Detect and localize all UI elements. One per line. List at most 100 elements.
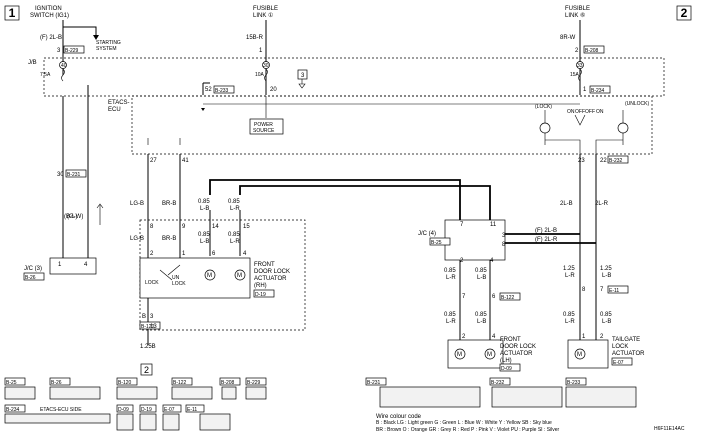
fusible-link-6-label-2: LINK ⑥ [565, 12, 585, 19]
tg-pin-2: 2 [600, 334, 604, 340]
thumb-e07: E-07 [164, 407, 175, 413]
wire-085-lb-14a: 0.85 [198, 232, 210, 238]
thumb-d19-body [139, 413, 157, 431]
ground-symbol-box [140, 363, 153, 376]
pin-8: 8 [150, 224, 154, 230]
thumb-d09-label-box [116, 404, 134, 413]
thumb-b232: B-232 [491, 380, 505, 386]
power-source-box [249, 118, 284, 135]
off-label-2: OFF [585, 109, 595, 115]
relay-out-lines [545, 139, 623, 154]
rh-pin-3: 3 [150, 314, 154, 320]
thumb-b122-body [171, 386, 213, 400]
thumb-b232-body [491, 386, 563, 408]
lh-wire-2b: L-B [477, 275, 486, 281]
jc4-conn: B-25 [431, 240, 442, 246]
reference-code: H6F11E14AC [654, 426, 685, 432]
fusible-link-1-label-2: LINK ① [253, 12, 273, 19]
rh-motor2-m: M [237, 273, 242, 279]
ignition-switch-label-2: SWITCH (IG1) [30, 13, 69, 19]
thumb-b233-label-box [565, 377, 587, 386]
jc4-pin-8: 8 [502, 242, 506, 248]
jc4-pin-7: 7 [460, 222, 464, 228]
rh-motor2-icon [234, 269, 246, 281]
rh-label-3: ACTUATOR [254, 276, 287, 282]
lh-pin-6: 6 [492, 294, 496, 300]
thumb-b208: B-208 [221, 380, 235, 386]
legend-title: Wire colour code [376, 414, 422, 420]
thumb-b122: B-122 [173, 380, 187, 386]
fuse-40-number: 40 [61, 63, 67, 69]
rh-pin-1: 1 [182, 251, 186, 257]
unlock-label: (UNLOCK) [625, 101, 650, 107]
starting-system-label-2: SYSTEM [96, 46, 117, 52]
pin-15: 15 [243, 224, 250, 230]
lh2-wire-2b: L-B [477, 319, 486, 325]
thumb-e11-body [199, 413, 231, 431]
jc3-conn: B-26 [25, 275, 36, 281]
thumb-e07-label-box [162, 404, 182, 413]
tg-label-1: TAILGATE [612, 337, 640, 343]
thumb-b233-body [565, 386, 637, 408]
b122-conn: B-122 [501, 295, 515, 301]
thumb-b26-label-box [49, 377, 71, 386]
starting-arrow-icon [93, 35, 99, 40]
jc3-conn-box [23, 272, 45, 281]
lh-pin-4: 4 [492, 334, 496, 340]
etacs-label-1: ETACS- [108, 100, 130, 106]
jc3-box [49, 257, 97, 275]
ref-arrow-icon [298, 79, 306, 89]
rh-pin-4: 4 [243, 251, 247, 257]
wire-085-lb-1: 0.85 [198, 199, 210, 205]
jc4-2lb: (F) 2L-B [535, 228, 557, 234]
fuse-33-circle [576, 61, 584, 69]
pin-9: 9 [182, 224, 186, 230]
thumb-b234: B-234 [6, 407, 20, 413]
fl6-wire-color: 8R-W [560, 35, 576, 41]
lh-label-3: ACTUATOR [500, 351, 533, 357]
d09-conn: D-09 [501, 366, 512, 372]
thumb-e11-label-box [185, 404, 205, 413]
wire-br-b-label: BR-B [162, 201, 176, 207]
thumb-b122-label-box [171, 377, 193, 386]
ig-conn-box [63, 45, 85, 54]
pin-14: 14 [212, 224, 219, 230]
etacs-pin-27: 27 [150, 158, 157, 164]
connector-thumbnails: B-25 B-26 B-120 B-122 B-208 B-229 B-234 … [4, 377, 637, 431]
fuse-30-number: 30 [263, 63, 269, 69]
thumb-b120-label-box [116, 377, 138, 386]
page-number-box-right [676, 5, 692, 21]
ig-wire-color: (F) 2L-B [40, 35, 62, 41]
wire-085-lb-14b: L-B [200, 239, 209, 245]
wire-lg-b-lower: LG-B [130, 236, 144, 242]
rh-label-2: DOOR LOCK [254, 269, 290, 275]
rh-pin-6: 6 [212, 251, 216, 257]
relay-switch-icon [574, 114, 586, 126]
jc4-label: J/C (4) [418, 231, 436, 237]
jc4-pin-2: 2 [460, 258, 464, 264]
etacs-pin-41: 41 [182, 158, 189, 164]
thumb-d19: D-19 [141, 407, 152, 413]
wire-rh-actuator-feed [209, 210, 241, 256]
wire-085-lr-15a: 0.85 [228, 232, 240, 238]
power-source-label-1: POWER [254, 122, 273, 128]
lh-pin-2: 2 [462, 334, 466, 340]
lh-motor-m: M [457, 352, 462, 358]
jc3-pin-1: 1 [58, 262, 62, 268]
ig-pin: 3 [57, 48, 61, 54]
fl1-wire-color: 15B-R [246, 35, 264, 41]
thumb-b234-body [4, 413, 111, 424]
lh-label-4: (LH) [500, 358, 512, 364]
thumb-b25-label-box [4, 377, 26, 386]
b120-conn: B-120 [141, 324, 155, 330]
rh-b-label: B [142, 314, 146, 320]
thumb-b234-label-box [4, 404, 26, 413]
rh-motor-icon [204, 269, 216, 281]
fl6-conn-box [583, 45, 605, 54]
wire-lg-b-label: LG-B [130, 201, 144, 207]
tg-motor-m: M [577, 352, 582, 358]
page-number-box-left [4, 5, 20, 21]
legend-line-1: B : Black LG : Light green G : Green L :… [376, 420, 552, 426]
wire-lb-jc4 [209, 179, 461, 220]
